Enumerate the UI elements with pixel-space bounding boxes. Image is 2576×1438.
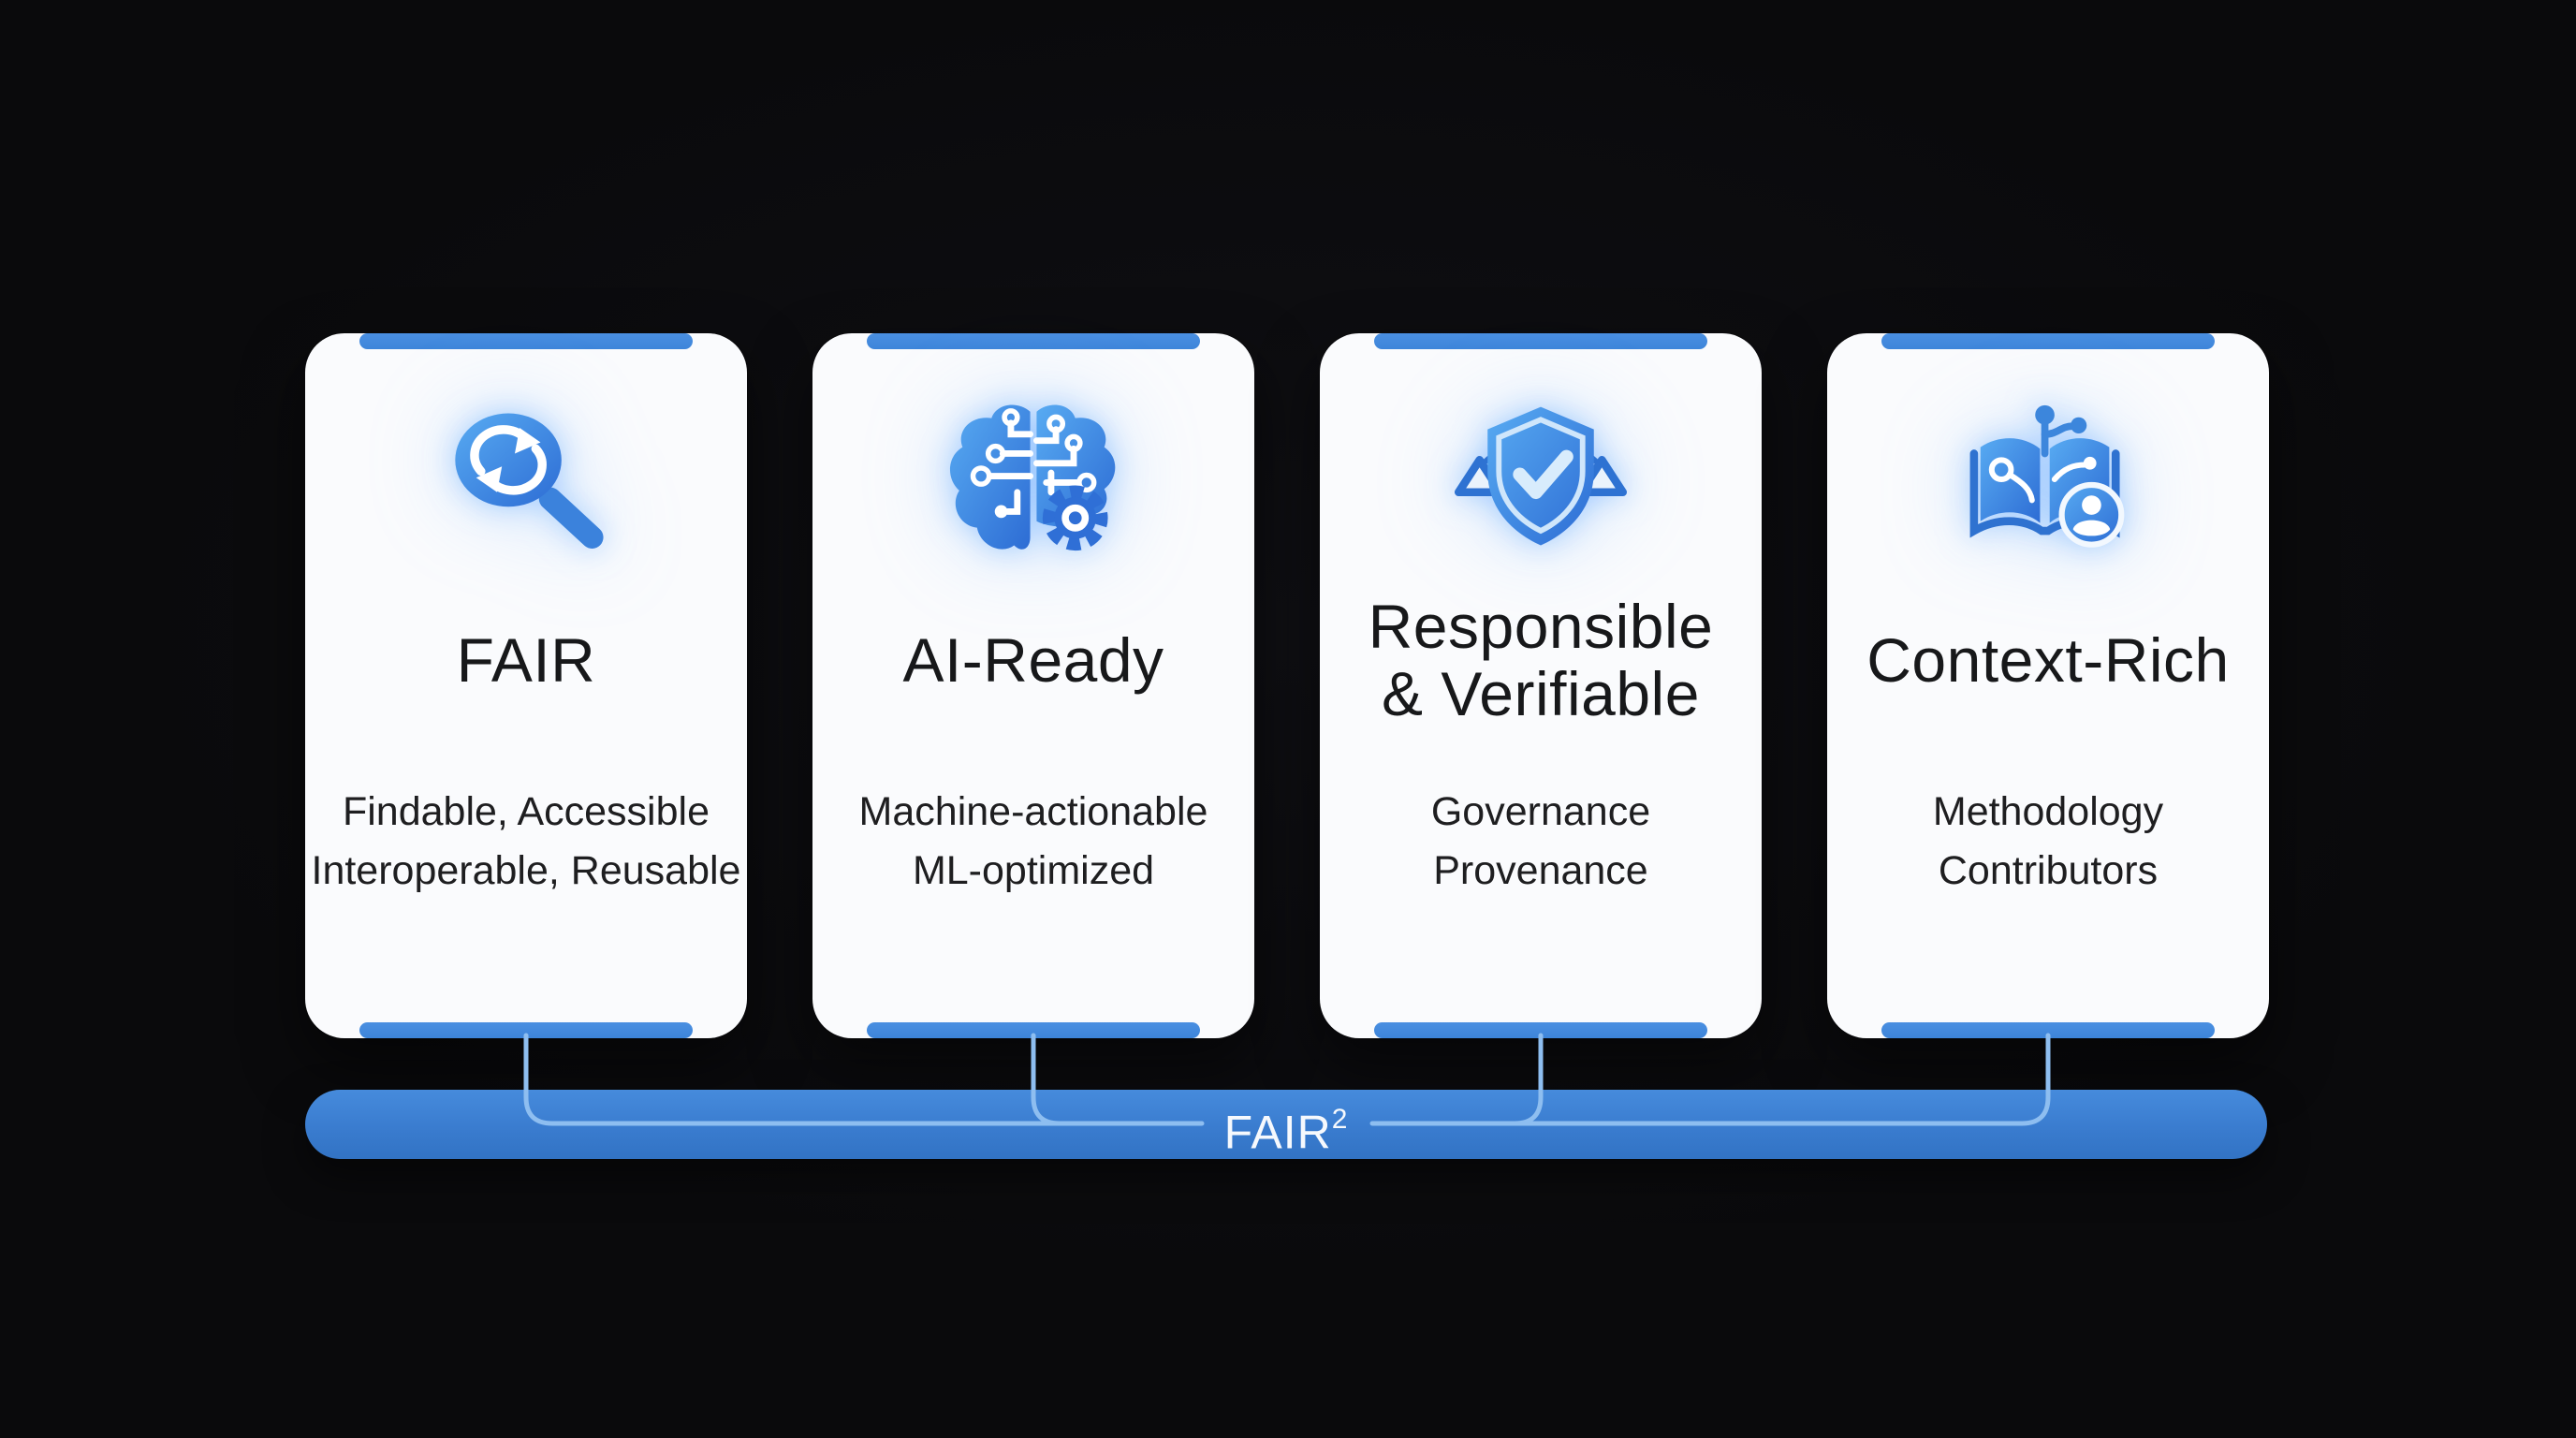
card-subtitle: Governance Provenance <box>1430 789 1651 893</box>
shield-check-scales-icon <box>1447 399 1634 560</box>
card-fair: FAIR Findable, Accessible Interoperable,… <box>305 333 747 1038</box>
pillar-cards: FAIR Findable, Accessible Interoperable,… <box>305 333 2269 1038</box>
fair2-superscript: 2 <box>1331 1104 1349 1135</box>
card-subtitle: Machine-actionable ML-optimized <box>858 789 1208 893</box>
card-top-accent-bar <box>1374 333 1707 349</box>
fair2-label: FAIR2 <box>1223 1104 1349 1159</box>
card-ai-ready: AI-Ready Machine-actionable ML-optimized <box>812 333 1254 1038</box>
card-title: Context-Rich <box>1866 625 2230 695</box>
card-bottom-accent-bar <box>1374 1022 1707 1038</box>
magnifier-sync-icon <box>437 399 615 560</box>
brain-circuit-gear-icon <box>934 399 1133 560</box>
card-title: AI-Ready <box>902 625 1164 695</box>
card-top-accent-bar <box>1881 333 2215 349</box>
card-bottom-accent-bar <box>867 1022 1200 1038</box>
card-top-accent-bar <box>867 333 1200 349</box>
card-bottom-accent-bar <box>359 1022 693 1038</box>
card-subtitle: Methodology Contributors <box>1932 789 2164 893</box>
card-context-rich: Context-Rich Methodology Contributors <box>1827 333 2269 1038</box>
card-title: FAIR <box>456 625 596 695</box>
card-top-accent-bar <box>359 333 693 349</box>
card-title: Responsible & Verifiable <box>1368 592 1714 728</box>
card-subtitle: Findable, Accessible Interoperable, Reus… <box>311 789 741 893</box>
card-responsible-verifiable: Responsible & Verifiable Governance Prov… <box>1320 333 1762 1038</box>
book-network-person-icon <box>1950 399 2146 560</box>
card-bottom-accent-bar <box>1881 1022 2215 1038</box>
